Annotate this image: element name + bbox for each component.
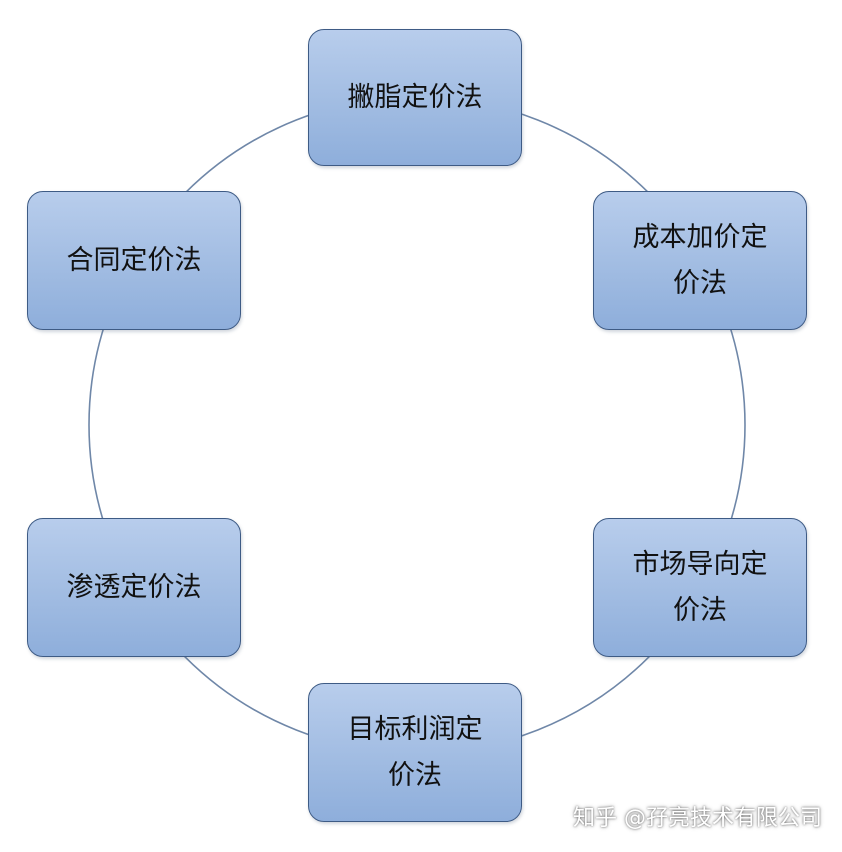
node-label-line1: 成本加价定 xyxy=(632,221,768,253)
node-label-line2: 价法 xyxy=(673,594,727,626)
node-label-line1: 目标利润定 xyxy=(347,713,483,745)
node-skimming-pricing: 撇脂定价法 xyxy=(308,29,522,166)
node-contract-pricing: 合同定价法 xyxy=(27,191,241,330)
node-cost-plus-pricing: 成本加价定 价法 xyxy=(593,191,807,330)
node-market-oriented-pricing: 市场导向定 价法 xyxy=(593,518,807,657)
watermark: 知乎 @孖亮技术有限公司 xyxy=(573,806,822,831)
node-target-profit-pricing: 目标利润定 价法 xyxy=(308,683,522,822)
node-label: 渗透定价法 xyxy=(66,571,202,603)
node-label: 合同定价法 xyxy=(66,244,202,276)
node-label-line2: 价法 xyxy=(388,759,442,791)
node-label: 撇脂定价法 xyxy=(347,81,483,113)
node-penetration-pricing: 渗透定价法 xyxy=(27,518,241,657)
node-label-line1: 市场导向定 xyxy=(632,548,768,580)
node-label-line2: 价法 xyxy=(673,267,727,299)
